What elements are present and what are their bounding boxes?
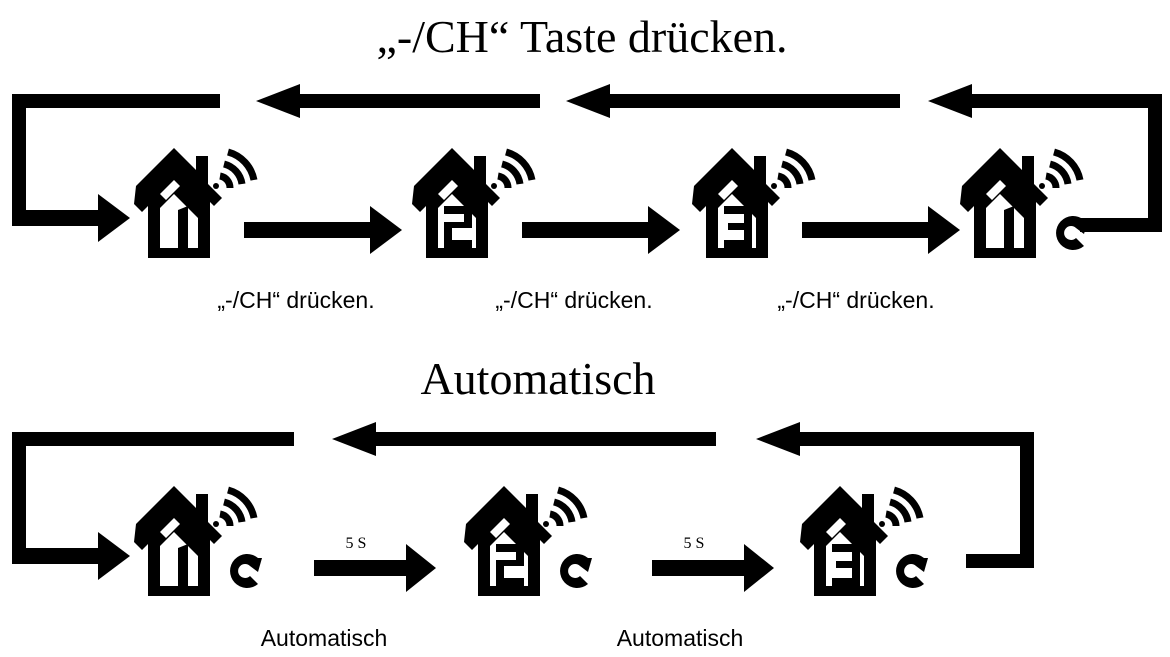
top-loop-entry-arrow [12, 94, 220, 242]
top-return-arrow-3 [928, 84, 1162, 232]
bottom-forward-arrow-1 [314, 544, 436, 592]
house-channel-3-auto-icon [800, 486, 928, 596]
house-channel-1-auto-icon [960, 148, 1088, 258]
top-forward-arrow-1 [244, 206, 402, 254]
interval-label-2: 5 S [684, 535, 705, 552]
top-caption-3: „-/CH“ drücken. [777, 287, 934, 313]
interval-label-1: 5 S [346, 535, 367, 552]
top-forward-arrow-3 [802, 206, 960, 254]
top-loop: „-/CH“ drücken. „-/CH“ drücken. „-/CH“ d… [12, 84, 1162, 313]
bottom-loop: 5 S 5 S Automatisch Automatisch [12, 422, 1034, 651]
bottom-return-arrow-2 [756, 422, 1034, 568]
house-channel-3-icon [692, 148, 812, 258]
bottom-caption-1: Automatisch [261, 625, 388, 651]
bottom-loop-entry-arrow [12, 432, 294, 580]
top-caption-1: „-/CH“ drücken. [217, 287, 374, 313]
top-return-arrow-1 [256, 84, 540, 118]
top-forward-arrow-2 [522, 206, 680, 254]
top-return-arrow-2 [566, 84, 900, 118]
top-title: „-/CH“ Taste drücken. [376, 11, 787, 62]
bottom-caption-2: Automatisch [617, 625, 744, 651]
bottom-return-arrow-1 [332, 422, 716, 456]
house-channel-1-icon [134, 148, 254, 258]
bottom-title: Automatisch [420, 353, 655, 404]
bottom-forward-arrow-2 [652, 544, 774, 592]
house-channel-2-icon [412, 148, 532, 258]
house-channel-2-auto-icon [464, 486, 592, 596]
top-caption-2: „-/CH“ drücken. [495, 287, 652, 313]
house-channel-1-auto-icon [134, 486, 262, 596]
